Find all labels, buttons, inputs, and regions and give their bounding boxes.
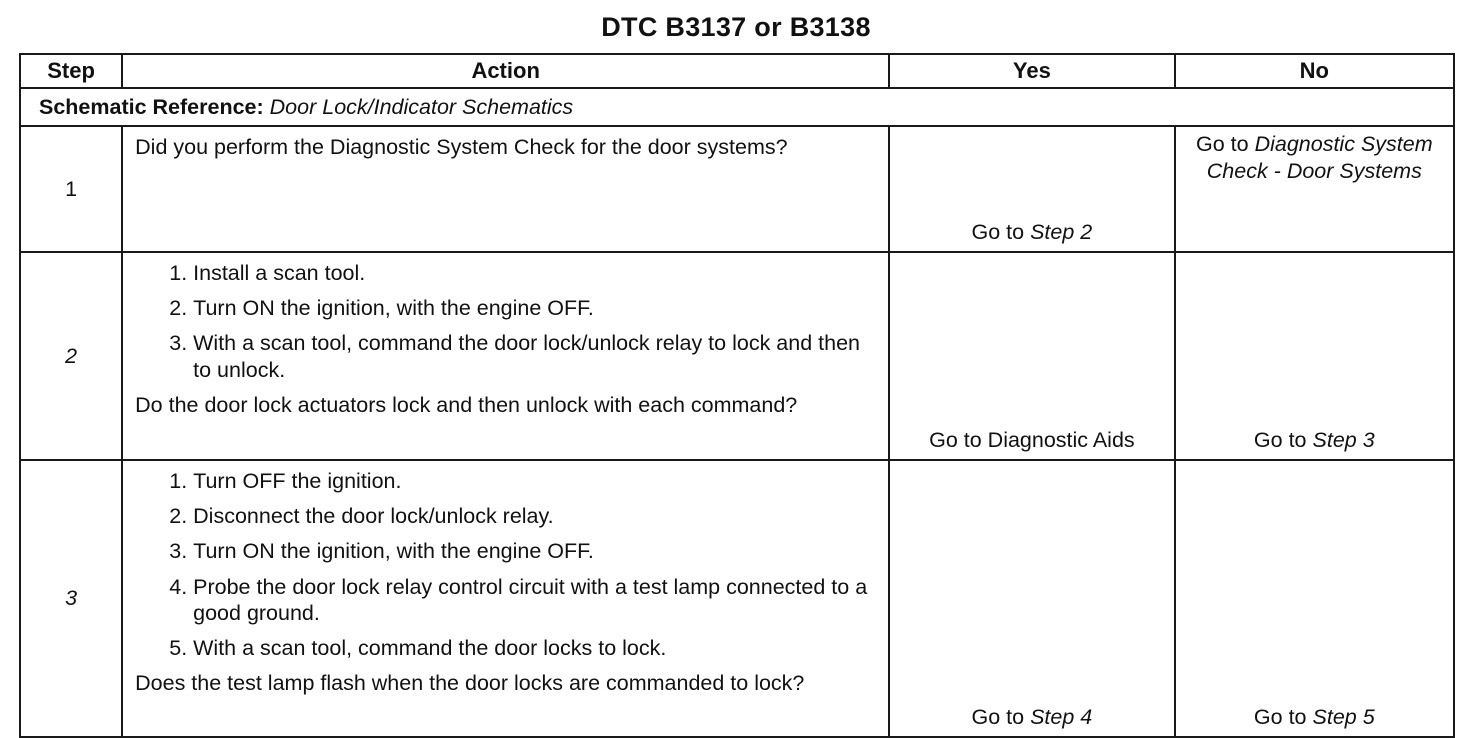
header-action: Action [121,53,891,89]
substep-item: Turn ON the ignition, with the engine OF… [193,295,878,321]
no-step-link[interactable]: Step 3 [1312,428,1375,453]
no-prefix: Go to [1253,428,1307,453]
header-no: No [1173,53,1456,89]
header-step: Step [18,53,124,89]
substep-item: Turn ON the ignition, with the engine OF… [193,538,878,564]
schematic-reference-row: Schematic Reference: Door Lock/Indicator… [19,87,1455,127]
page-title: DTC B3137 or B3138 [601,12,871,42]
no-step-link[interactable]: Step 5 [1312,705,1375,730]
substep-item: Turn OFF the ignition. [193,468,878,494]
substep-item: Disconnect the door lock/unlock relay. [193,503,878,529]
table-row: 3 Turn OFF the ignition. Disconnect the … [18,459,1456,738]
header-yes: Yes [888,53,1176,89]
no-prefix: Go to [1195,132,1249,156]
substep-item: Probe the door lock relay control circui… [193,574,878,626]
substep-list: Turn OFF the ignition. Disconnect the do… [135,468,878,661]
step-question: Does the test lamp flash when the door l… [135,671,805,696]
substep-list: Install a scan tool. Turn ON the ignitio… [135,260,878,383]
no-step-link[interactable]: Diagnostic System Check - Door Systems [1206,132,1433,183]
step-question: Do the door lock actuators lock and then… [135,392,798,417]
yes-step-link[interactable]: Step 4 [1030,705,1093,730]
yes-cell: Go to Step 4 [888,459,1176,738]
step-number: 1 [18,125,124,253]
yes-cell: Go to Diagnostic Aids [888,251,1176,461]
substep-item: Install a scan tool. [193,260,878,286]
step-number: 2 [18,251,124,461]
table-row: 2 Install a scan tool. Turn ON the ignit… [18,251,1456,461]
no-prefix: Go to [1253,705,1307,730]
table-row: 1 Did you perform the Diagnostic System … [18,125,1456,253]
no-cell: Go to Step 5 [1173,459,1456,738]
action-cell: Did you perform the Diagnostic System Ch… [121,125,891,253]
action-cell: Install a scan tool. Turn ON the ignitio… [121,251,891,461]
step-question: Did you perform the Diagnostic System Ch… [135,135,788,159]
yes-diagnostic-aids-link[interactable]: Go to Diagnostic Aids [929,428,1135,453]
substep-item: With a scan tool, command the door locks… [193,635,878,661]
substep-item: With a scan tool, command the door lock/… [193,330,878,382]
no-cell: Go to Diagnostic System Check - Door Sys… [1173,125,1456,253]
step-number: 3 [18,459,124,738]
no-cell: Go to Step 3 [1173,251,1456,461]
schematic-reference-link[interactable]: Door Lock/Indicator Schematics [269,94,574,119]
yes-cell: Go to Step 2 [888,125,1176,253]
diagnostic-table: Step Action Yes No Schematic Reference: … [18,53,1456,738]
yes-prefix: Go to [971,220,1025,245]
yes-step-link[interactable]: Step 2 [1030,220,1093,245]
schematic-reference-label: Schematic Reference: [39,94,264,119]
action-cell: Turn OFF the ignition. Disconnect the do… [121,459,891,738]
schematic-reference: Schematic Reference: Door Lock/Indicator… [19,87,1455,127]
yes-prefix: Go to [971,705,1025,730]
table-header-row: Step Action Yes No [18,53,1456,89]
